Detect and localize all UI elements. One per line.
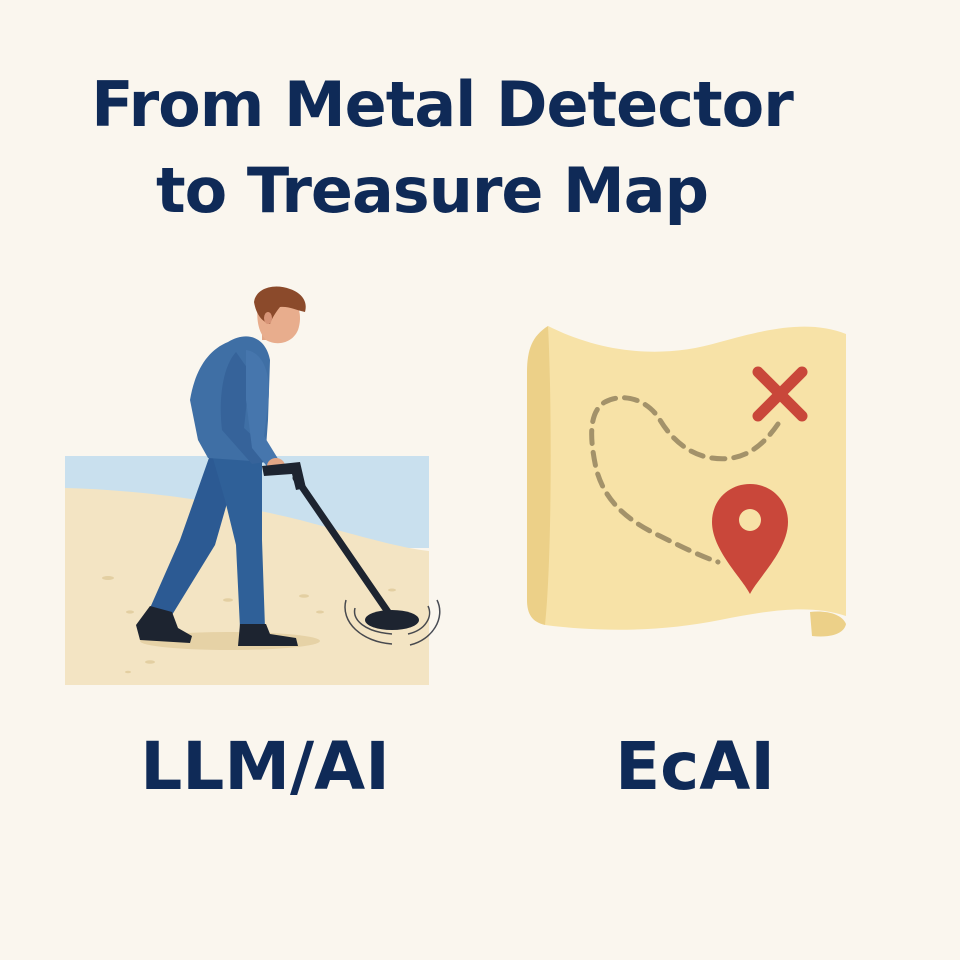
sand-speckles [102,576,396,674]
front-arm [246,350,280,470]
page-title: From Metal Detector to Treasure Map [0,62,960,234]
signal-waves [344,599,441,646]
detector-grip [262,462,306,490]
ear [264,312,272,324]
detector-shaft [292,474,392,616]
detector-person [136,286,306,646]
back-leg [150,455,240,615]
metal-detector [262,462,441,646]
caption-ecai: EcAI [615,728,775,805]
front-leg [212,455,265,628]
map-trail [589,395,781,565]
detector-coil [365,610,419,630]
front-shoe [238,624,298,646]
map-bottom-curl [810,611,846,637]
treasure-map [527,326,846,637]
x-mark-icon [752,366,808,422]
back-shoe [136,606,192,643]
back-arm [220,352,270,464]
title-line-1: From Metal Detector [91,68,794,141]
caption-llm-ai: LLM/AI [140,728,390,805]
title-line-2: to Treasure Map [156,154,709,227]
location-pin-icon [712,484,788,594]
